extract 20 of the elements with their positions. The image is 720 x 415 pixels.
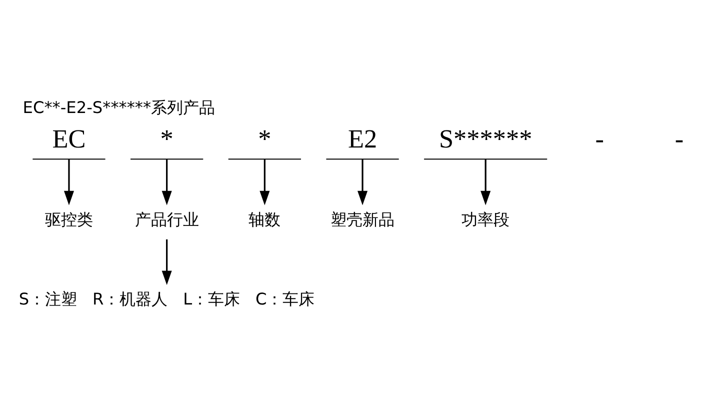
node-text: 产品行业 [134,210,199,229]
node-text: S****** [438,124,532,154]
node-text: EC [52,124,86,154]
arrow [358,159,368,206]
node-text: E2 [348,124,378,154]
node-text: 轴数 [248,210,281,229]
label: - [595,124,604,154]
node-text: 塑壳新品 [330,210,395,229]
arrow [480,159,491,206]
node-text: * [258,124,272,154]
label: - [674,124,684,154]
node-text: S：注塑 R：机器人 L：车床 C：车床 [18,290,315,309]
node-text: 功率段 [462,210,510,229]
node-text: * [160,124,174,154]
arrow [64,159,74,206]
node-text: 驱控类 [44,210,93,229]
arrow [162,159,172,206]
arrow [162,239,172,286]
diagram-title: EC**-E2-S******系列产品 [22,98,216,117]
arrow [260,159,270,206]
